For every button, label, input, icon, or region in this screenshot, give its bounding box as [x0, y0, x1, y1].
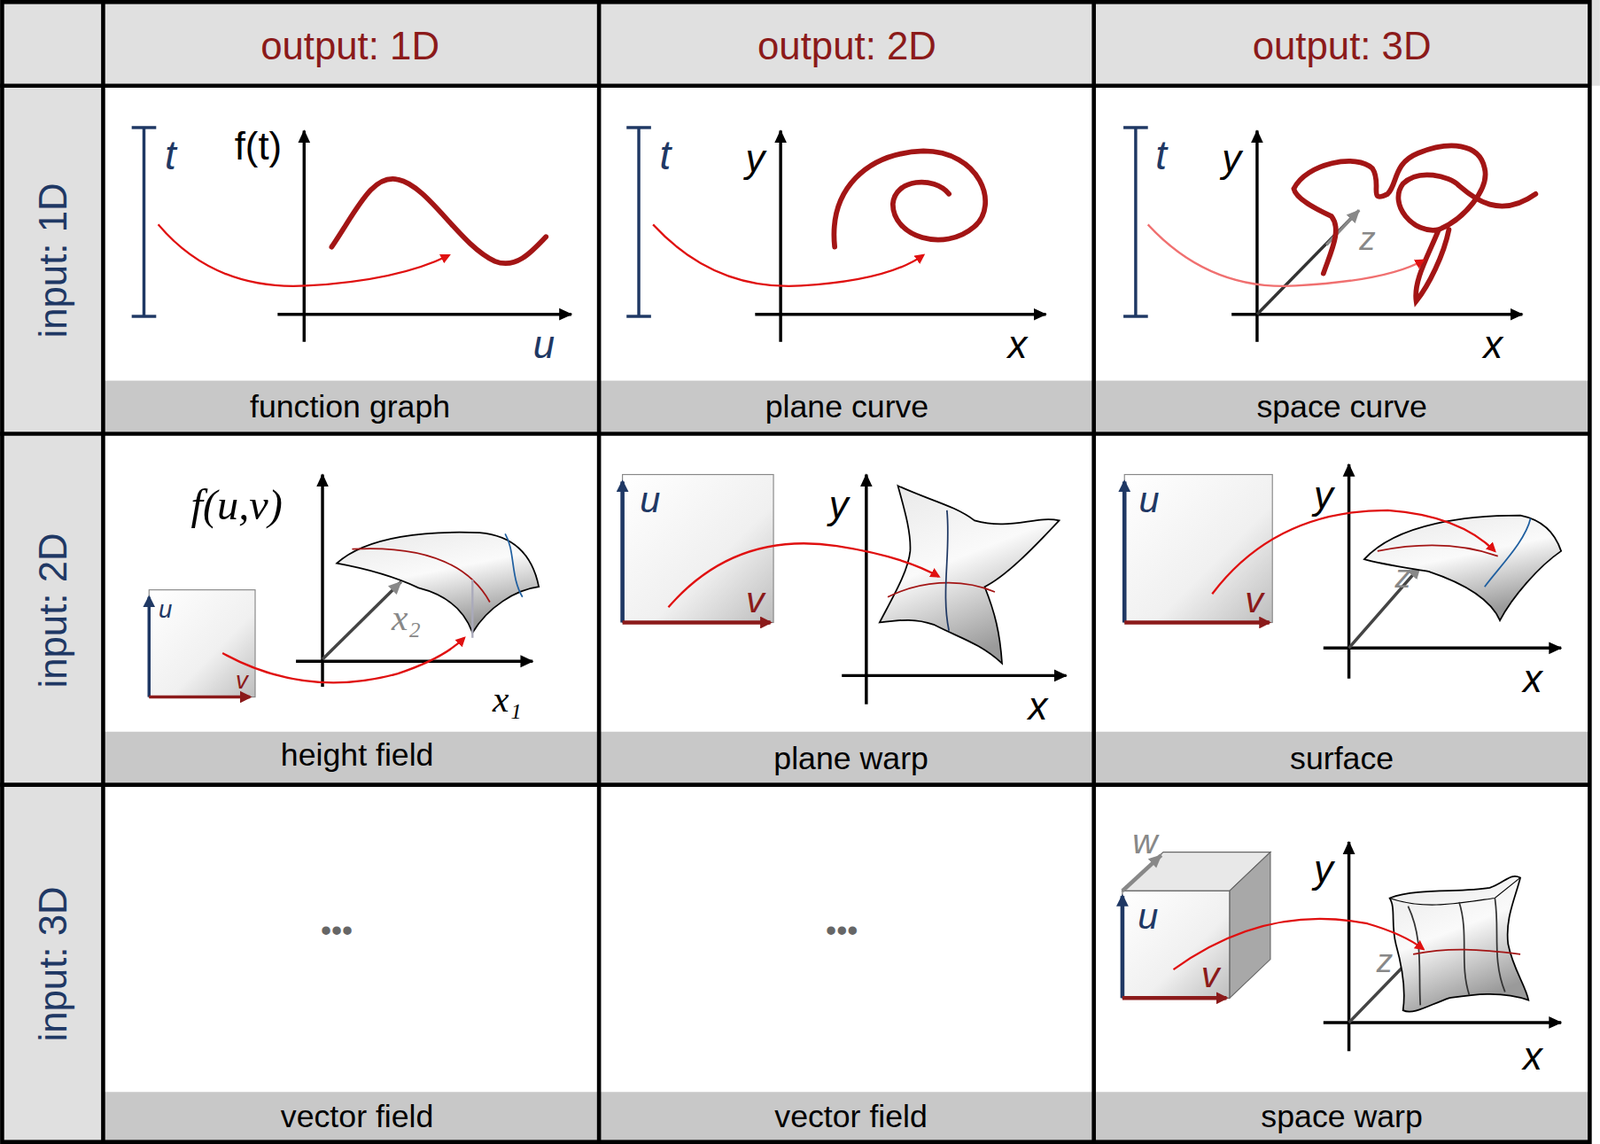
row-header: input: 2D	[33, 532, 73, 688]
axis-label: t	[1155, 134, 1167, 176]
cell-caption: vector field	[774, 1101, 928, 1134]
axis-label: y	[829, 485, 849, 525]
axis-label: x	[1027, 686, 1048, 726]
axis-label: v	[1244, 582, 1264, 619]
axis-label: v	[745, 582, 765, 619]
axis-label: x	[1483, 325, 1503, 365]
axis-label: x₂	[391, 599, 421, 637]
axis-label: y	[1221, 139, 1242, 179]
axis-label: v	[1201, 955, 1220, 993]
column-header: output: 3D	[1252, 26, 1432, 66]
ellipsis: •••	[825, 915, 858, 947]
cell-caption: height field	[280, 740, 435, 773]
axis-label: x	[1522, 659, 1543, 699]
axis-label: x	[1522, 1036, 1543, 1076]
ellipsis: •••	[320, 915, 353, 947]
axis-label: t	[164, 134, 177, 176]
axis-label: u	[158, 597, 172, 622]
axis-label: y	[745, 139, 765, 179]
axis-label: u	[533, 325, 555, 365]
axis-label: z	[1359, 222, 1375, 256]
axis-label: y	[1313, 475, 1334, 515]
axis-label: f(t)	[234, 126, 282, 166]
axis-label: z	[1394, 559, 1411, 593]
cell-caption: vector field	[280, 1101, 435, 1134]
cell-caption: function graph	[249, 391, 451, 424]
axis-label: u	[1137, 898, 1158, 935]
column-header: output: 2D	[757, 26, 937, 66]
axis-label: z	[1376, 945, 1393, 979]
axis-label: u	[1138, 481, 1159, 519]
axis-label: x	[1007, 325, 1027, 365]
axis-label: v	[235, 667, 249, 693]
axis-label: y	[1313, 849, 1334, 889]
cell-caption: surface	[1289, 743, 1394, 776]
column-header: output: 1D	[260, 26, 440, 66]
axis-label: w	[1132, 824, 1158, 860]
function-label: f(u,v)	[191, 483, 283, 527]
cell-caption: plane curve	[765, 391, 930, 424]
axis-label: u	[639, 481, 661, 519]
cell-caption: space curve	[1256, 391, 1427, 424]
axis-label: t	[660, 134, 672, 176]
cell-caption: plane warp	[773, 743, 929, 776]
axis-label: x₁	[492, 681, 522, 718]
cell-caption: space warp	[1260, 1101, 1423, 1134]
row-header: input: 3D	[33, 886, 73, 1042]
row-header: input: 1D	[33, 182, 73, 338]
